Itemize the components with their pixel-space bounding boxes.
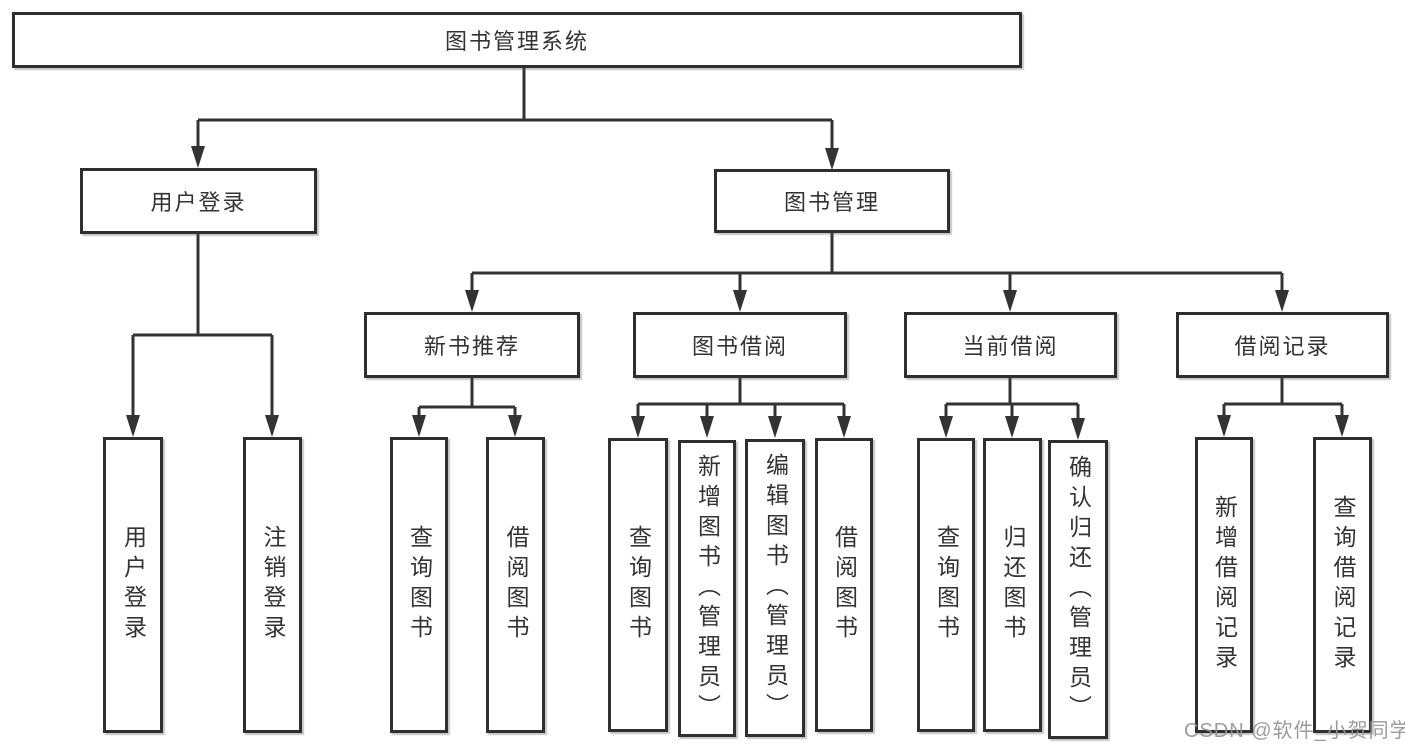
node-book-management-label: 图书管理 [783, 190, 880, 215]
arrow-down-icon [265, 415, 279, 437]
arrow-down-icon [191, 146, 205, 168]
node-current-borrow-label: 当前借阅 [962, 334, 1059, 359]
node-query-borrow-record: 查询借阅记录 [1313, 437, 1372, 733]
arrow-down-icon [768, 416, 782, 438]
node-root-label: 图书管理系统 [444, 29, 589, 54]
node-book-borrow: 图书借阅 [633, 312, 847, 378]
node-logout-leaf-label: 注销登录 [260, 525, 286, 645]
node-user-login-leaf: 用户登录 [103, 437, 163, 733]
arrow-down-icon [1005, 416, 1019, 438]
arrow-down-icon [465, 290, 479, 312]
node-user-login-leaf-label: 用户登录 [120, 525, 147, 645]
arrow-down-icon [1275, 290, 1289, 312]
node-query-book-3-label: 查询图书 [933, 525, 960, 645]
arrow-down-icon [837, 416, 851, 438]
arrow-down-icon [1217, 415, 1231, 437]
node-current-borrow: 当前借阅 [904, 312, 1117, 378]
arrow-down-icon [412, 415, 426, 437]
node-borrow-record-label: 借阅记录 [1234, 334, 1331, 359]
node-add-book-admin: 新增图书（管理员） [678, 440, 736, 737]
node-logout-leaf: 注销登录 [243, 437, 302, 733]
node-add-book-admin-label: 新增图书（管理员） [694, 453, 721, 724]
csdn-watermark: CSDN @软件_小贺同学 [1184, 720, 1405, 742]
node-borrow-book-2: 借阅图书 [815, 438, 873, 732]
node-user-login: 用户登录 [80, 168, 317, 234]
arrow-down-icon [939, 416, 953, 438]
node-query-book-2: 查询图书 [608, 438, 668, 732]
node-borrow-book-2-label: 借阅图书 [831, 525, 858, 645]
node-root: 图书管理系统 [12, 12, 1022, 68]
node-borrow-book-1-label: 借阅图书 [503, 525, 529, 645]
node-return-book-label: 归还图书 [1000, 525, 1026, 645]
arrow-down-icon [733, 290, 747, 312]
node-query-book-1: 查询图书 [390, 437, 448, 733]
node-new-book-recommend: 新书推荐 [364, 312, 580, 378]
arrow-down-icons [126, 146, 1349, 440]
connector-paths [131, 68, 1344, 422]
node-book-borrow-label: 图书借阅 [691, 334, 788, 359]
node-query-book-1-label: 查询图书 [406, 525, 433, 645]
node-new-book-recommend-label: 新书推荐 [423, 334, 520, 359]
arrow-down-icon [1003, 290, 1017, 312]
node-borrow-book-1: 借阅图书 [486, 437, 545, 733]
node-user-login-label: 用户登录 [150, 190, 247, 215]
node-edit-book-admin: 编辑图书（管理员） [745, 439, 805, 737]
arrow-down-icon [700, 416, 714, 438]
node-query-book-3: 查询图书 [917, 438, 975, 732]
node-add-borrow-record: 新增借阅记录 [1195, 437, 1253, 733]
arrow-down-icon [1071, 418, 1085, 440]
node-confirm-return-admin: 确认归还（管理员） [1048, 440, 1108, 739]
node-confirm-return-admin-label: 确认归还（管理员） [1065, 454, 1092, 725]
node-query-borrow-record-label: 查询借阅记录 [1330, 495, 1356, 675]
node-book-management: 图书管理 [714, 169, 950, 233]
arrow-down-icon [825, 148, 839, 170]
node-add-borrow-record-label: 新增借阅记录 [1211, 495, 1238, 675]
arrow-down-icon [126, 415, 140, 437]
node-query-book-2-label: 查询图书 [625, 525, 652, 645]
node-borrow-record: 借阅记录 [1176, 312, 1389, 378]
arrow-down-icon [1335, 415, 1349, 437]
node-edit-book-admin-label: 编辑图书（管理员） [762, 453, 789, 723]
arrow-down-icon [631, 416, 645, 438]
node-return-book: 归还图书 [983, 438, 1042, 732]
arrow-down-icon [508, 415, 522, 437]
